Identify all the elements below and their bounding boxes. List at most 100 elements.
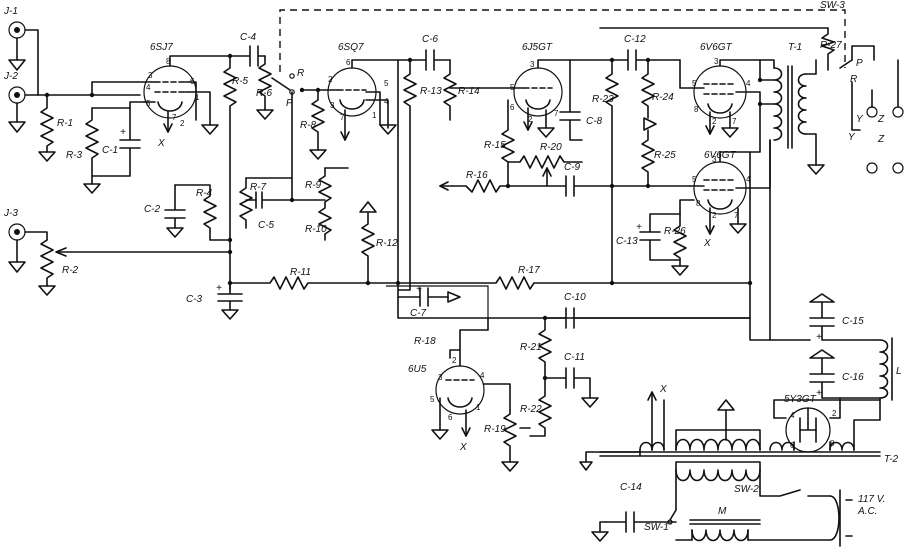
svg-text:3: 3 [438, 373, 443, 382]
svg-text:C-15: C-15 [842, 316, 864, 327]
transformer-t1: T-1 [759, 42, 825, 175]
svg-text:Z: Z [877, 134, 885, 145]
choke-l: L [879, 337, 902, 401]
svg-text:4: 4 [480, 371, 485, 380]
jack-j2[interactable]: J-2 [3, 71, 141, 133]
resistor-r18: R-18 [414, 336, 461, 359]
svg-text:R-9: R-9 [305, 180, 322, 191]
resistor-r24: R-24 [641, 59, 674, 131]
svg-text:R-19: R-19 [484, 424, 506, 435]
mains-plug[interactable]: 117 V. A.C. [829, 489, 885, 547]
svg-text:C-11: C-11 [564, 352, 585, 363]
svg-text:4: 4 [790, 411, 795, 420]
jack-j2-label: J-2 [3, 71, 18, 82]
switch-sw3[interactable]: SW-3 R P [271, 0, 846, 201]
svg-text:X: X [157, 138, 165, 149]
resistor-r17: R-17 [397, 265, 751, 290]
svg-text:C-1: C-1 [102, 145, 118, 156]
svg-text:C-6: C-6 [422, 34, 439, 45]
svg-text:+: + [816, 332, 822, 343]
svg-text:C-3: C-3 [186, 294, 203, 305]
svg-text:6J5GT: 6J5GT [522, 42, 553, 53]
svg-text:+: + [416, 284, 422, 295]
svg-text:5: 5 [692, 79, 697, 88]
jack-j3[interactable]: J-3 [3, 208, 48, 273]
svg-text:R-25: R-25 [654, 150, 676, 161]
potentiometer-r2[interactable]: R-2 [38, 239, 231, 296]
potentiometer-r20[interactable]: R-20 [507, 142, 583, 187]
svg-text:A.C.: A.C. [857, 506, 877, 517]
svg-text:4: 4 [384, 97, 389, 106]
svg-text:R-14: R-14 [458, 86, 480, 97]
capacitor-c5: C-5 [245, 191, 293, 231]
svg-text:2: 2 [180, 119, 185, 128]
resistor-r12: R-12 [359, 201, 398, 284]
svg-text:8: 8 [694, 105, 699, 114]
svg-text:C-7: C-7 [410, 308, 427, 319]
capacitor-c4: C-4 [229, 32, 266, 67]
svg-text:8: 8 [696, 199, 701, 208]
svg-text:7: 7 [554, 109, 559, 118]
capacitor-c8: C-8 [559, 59, 603, 141]
capacitor-c15: + C-15 [809, 293, 881, 343]
svg-text:117 V.: 117 V. [858, 494, 885, 505]
potentiometer-r19[interactable]: R-19 [484, 409, 531, 472]
svg-text:C-9: C-9 [564, 162, 581, 173]
svg-text:R-11: R-11 [290, 267, 311, 278]
jack-j1-label: J-1 [3, 6, 18, 17]
svg-text:R-15: R-15 [484, 140, 506, 151]
svg-text:R-18: R-18 [414, 336, 436, 347]
resistor-r9: R-9 [305, 167, 332, 203]
resistor-r8: R-8 [300, 89, 327, 160]
speaker-selector[interactable]: P R Y Z Y Z [839, 45, 904, 174]
svg-text:C-2: C-2 [144, 204, 161, 215]
motor-m: M [689, 506, 761, 542]
svg-text:4: 4 [746, 175, 751, 184]
resistor-r4: R-4 [174, 184, 231, 241]
svg-text:6U5: 6U5 [408, 364, 427, 375]
resistor-r5: R-5 [223, 55, 249, 291]
resistor-r7: R-7 [239, 177, 267, 229]
svg-text:Y: Y [856, 114, 864, 125]
svg-text:M: M [718, 506, 727, 517]
tube-v5-6v6gt: 6V6GT 3 4 5 8 2 7 X [689, 103, 771, 249]
svg-text:R-24: R-24 [652, 92, 674, 103]
svg-text:2: 2 [712, 117, 717, 126]
svg-text:R-3: R-3 [66, 150, 83, 161]
capacitor-c12: C-12 [611, 34, 681, 71]
jack-j1[interactable]: J-1 [3, 6, 39, 96]
capacitor-c16: + C-16 [809, 349, 881, 399]
svg-text:6SJ7: 6SJ7 [150, 42, 173, 53]
svg-text:5: 5 [692, 175, 697, 184]
resistor-r27: R-27 [599, 27, 842, 71]
resistor-r21: R-21 [520, 317, 552, 379]
svg-text:R-8: R-8 [300, 120, 317, 131]
resistor-r1: R-1 [38, 94, 73, 162]
capacitor-c9: C-9 [507, 162, 613, 197]
resistor-r11: R-11 [229, 267, 399, 290]
resistor-r23: R-23 [592, 59, 619, 284]
resistor-r13: R-13 [397, 59, 442, 291]
svg-text:SW-2: SW-2 [734, 484, 759, 495]
switch-sw2[interactable]: SW-2 [734, 469, 831, 541]
capacitor-c6: C-6 [422, 34, 439, 45]
svg-text:R-26: R-26 [664, 226, 686, 237]
svg-text:R-22: R-22 [520, 404, 542, 415]
resistor-r3: R-3 [66, 101, 145, 194]
svg-text:R-1: R-1 [57, 118, 73, 129]
capacitor-c10: C-10 [544, 292, 751, 329]
svg-text:R-4: R-4 [196, 188, 213, 199]
svg-text:6V6GT: 6V6GT [700, 42, 733, 53]
svg-text:1: 1 [195, 93, 200, 102]
capacitor-c1: + C-1 [91, 107, 141, 177]
svg-text:C-8: C-8 [586, 116, 603, 127]
svg-text:2: 2 [328, 75, 333, 84]
capacitor-c2: C-2 [144, 184, 186, 238]
svg-text:3: 3 [714, 57, 719, 66]
svg-text:6: 6 [448, 413, 453, 422]
transformer-t2: T-2 X [579, 384, 899, 482]
capacitor-c14: C-14 [591, 482, 677, 542]
svg-text:1: 1 [372, 111, 377, 120]
svg-text:2: 2 [712, 211, 717, 220]
